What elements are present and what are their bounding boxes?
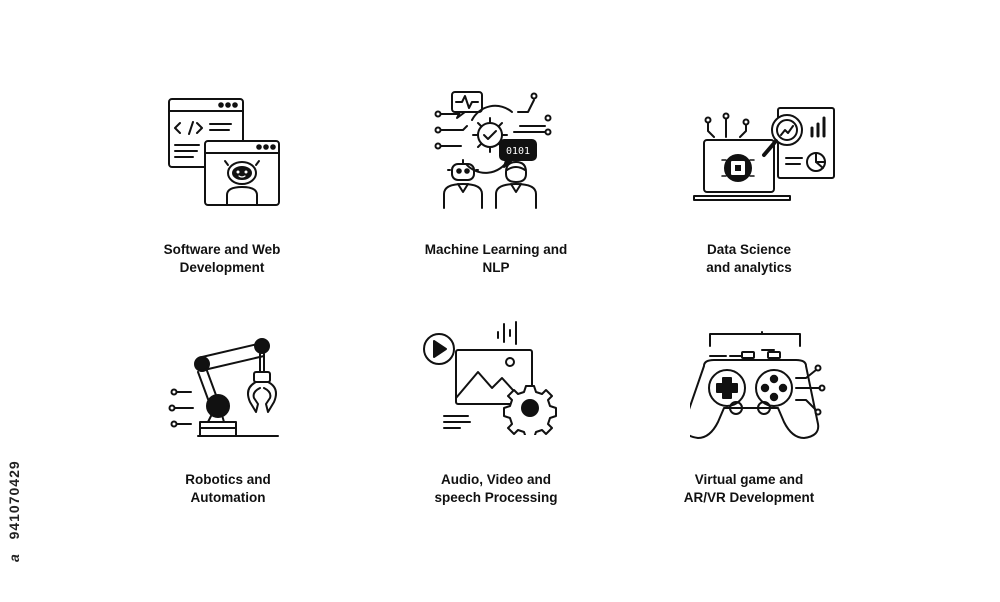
item-label-data: Data Science and analytics: [639, 241, 859, 276]
item-label-robotics: Robotics and Automation: [118, 471, 338, 506]
item-label-gaming: Virtual game and AR/VR Development: [639, 471, 859, 506]
item-label-line2: and analytics: [706, 259, 792, 275]
media-processing-icon: [420, 320, 560, 435]
item-label-audio: Audio, Video and speech Processing: [386, 471, 606, 506]
item-label-line2: Automation: [190, 489, 266, 505]
item-label-line1: Software and Web: [163, 242, 281, 257]
gamepad-icon: [690, 326, 830, 441]
code-window-robot-icon: [163, 95, 283, 210]
item-label-ml: Machine Learning and NLP: [386, 241, 606, 276]
stock-id-text: a 941070429: [6, 460, 22, 562]
ml-nlp-network-icon: 0101: [430, 88, 560, 213]
watermark-prefix: a: [6, 553, 22, 562]
robotic-arm-icon: [168, 334, 283, 444]
item-label-line2: NLP: [482, 259, 510, 275]
svg-text:0101: 0101: [506, 146, 530, 157]
item-label-line1: Virtual game and: [694, 472, 804, 487]
item-label-line1: Robotics and: [185, 472, 271, 487]
item-label-software: Software and Web Development: [112, 241, 332, 276]
item-label-line2: AR/VR Development: [683, 489, 815, 505]
item-label-line2: Development: [179, 259, 265, 275]
item-label-line1: Data Science: [706, 242, 792, 257]
item-label-line1: Audio, Video and: [440, 472, 551, 487]
data-analytics-laptop-icon: [690, 100, 840, 210]
item-label-line1: Machine Learning and: [424, 242, 568, 257]
stock-id-number: 941070429: [6, 460, 22, 540]
item-label-line2: speech Processing: [434, 489, 558, 505]
